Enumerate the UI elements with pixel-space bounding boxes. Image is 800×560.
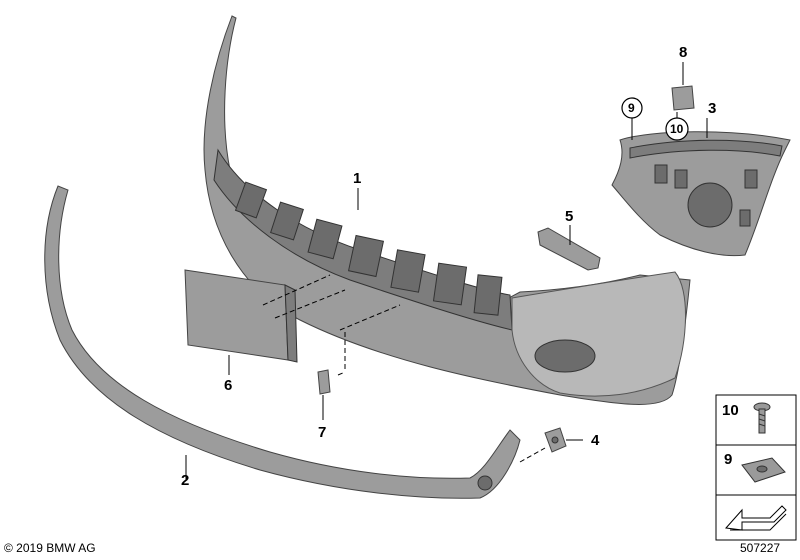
- callout-9: 9: [628, 101, 635, 115]
- callout-3: 3: [708, 100, 716, 117]
- diagram-id-text: 507227: [740, 541, 781, 555]
- clip-part-4: [544, 427, 567, 453]
- callout-10: 10: [670, 122, 684, 136]
- arrow-icon: [724, 505, 787, 531]
- nut-part-8: [671, 85, 695, 111]
- bumper-bracket-part: [611, 131, 791, 257]
- callout-7: 7: [318, 424, 326, 441]
- license-plate-base-part: [184, 269, 298, 363]
- callout-2: 2: [181, 472, 189, 489]
- callout-1: 1: [353, 170, 361, 187]
- callout-6: 6: [224, 377, 232, 394]
- copyright-text: © 2019 BMW AG: [4, 541, 96, 555]
- assembly-lines: [262, 274, 546, 463]
- callout-4: 4: [591, 432, 600, 449]
- callout-5: 5: [565, 208, 573, 225]
- legend-item-9-label: 9: [724, 451, 732, 468]
- callouts: 1 2 3 4 5 6 7 8 9 10: [181, 44, 716, 489]
- lower-spoiler-part: [44, 185, 521, 499]
- side-bracket-part: [537, 227, 601, 271]
- leader-lines: [185, 62, 708, 480]
- fastener-legend: 10 9: [715, 394, 797, 541]
- callout-8: 8: [679, 44, 687, 61]
- grille-openings: [234, 181, 503, 316]
- screw-icon: [753, 402, 771, 434]
- legend-item-10-label: 10: [722, 402, 739, 419]
- bumper-cover-part: [203, 15, 691, 405]
- clip-nut-icon: [741, 457, 786, 483]
- clip-part-7: [317, 369, 331, 395]
